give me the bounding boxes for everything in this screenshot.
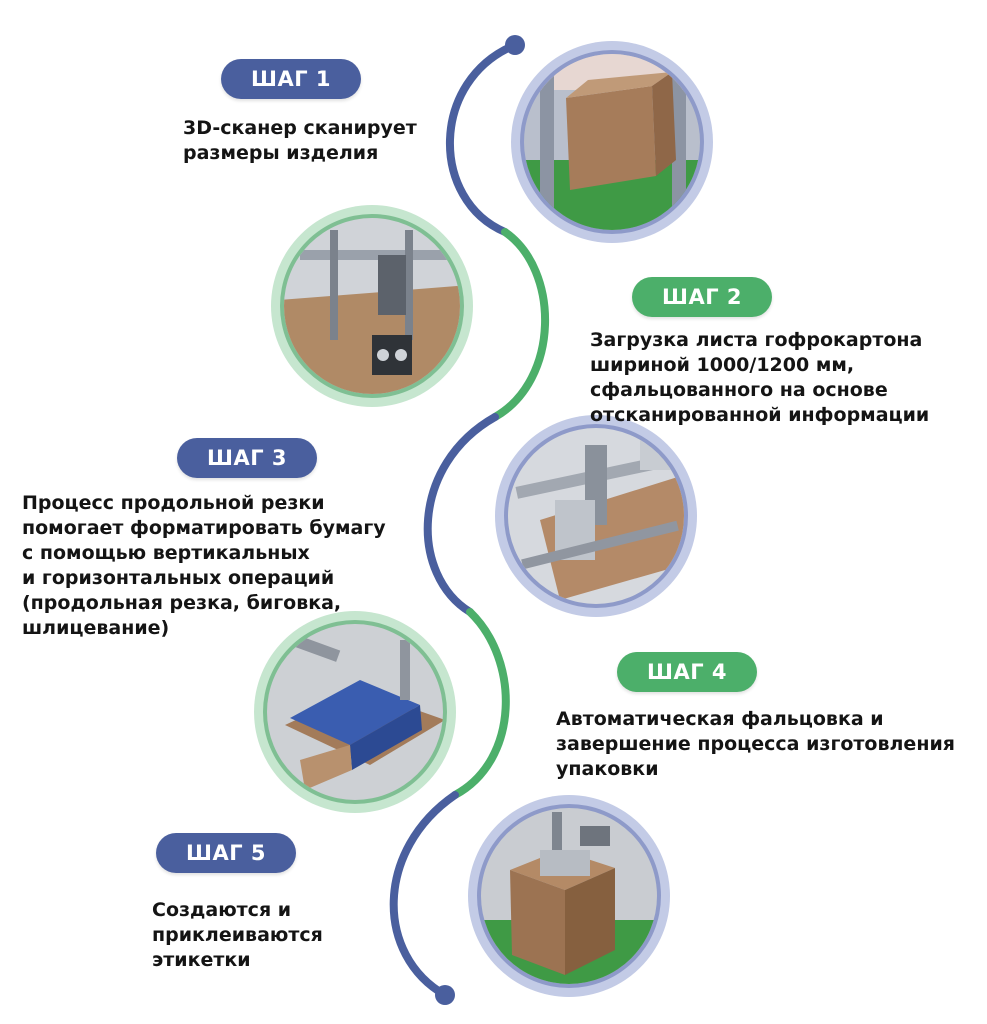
curve-end-dot: [435, 985, 455, 1005]
step-5-description: Создаются и приклеиваются этикетки: [152, 899, 323, 971]
step-4-badge: ШАГ 4: [617, 652, 757, 692]
slitting-photo: [495, 415, 697, 617]
step-3-description: Процесс продольной резки помогает формат…: [22, 492, 386, 639]
curve-segment-2: [491, 228, 549, 421]
labeling-photo: [468, 795, 670, 997]
step-2-badge: ШАГ 2: [632, 277, 772, 317]
loading-photo: [271, 205, 473, 407]
timeline-curve: [389, 41, 549, 999]
step-4-description: Автоматическая фальцовка и завершение пр…: [556, 708, 955, 780]
curve-start-dot: [505, 35, 525, 55]
step-2-description: Загрузка листа гофрокартона шириной 1000…: [590, 329, 930, 426]
folding-photo: [254, 611, 456, 813]
curve-segment-1: [446, 41, 519, 236]
curve-segment-5: [389, 791, 459, 999]
step-1-badge: ШАГ 1: [221, 59, 361, 99]
curve-segment-4: [451, 608, 510, 799]
step-3-badge: ШАГ 3: [177, 438, 317, 478]
curve-segment-3: [423, 413, 499, 616]
step-1-description: 3D-сканер сканирует размеры изделия: [183, 117, 417, 164]
step-5-badge: ШАГ 5: [156, 833, 296, 873]
scanner-photo: [511, 41, 713, 243]
